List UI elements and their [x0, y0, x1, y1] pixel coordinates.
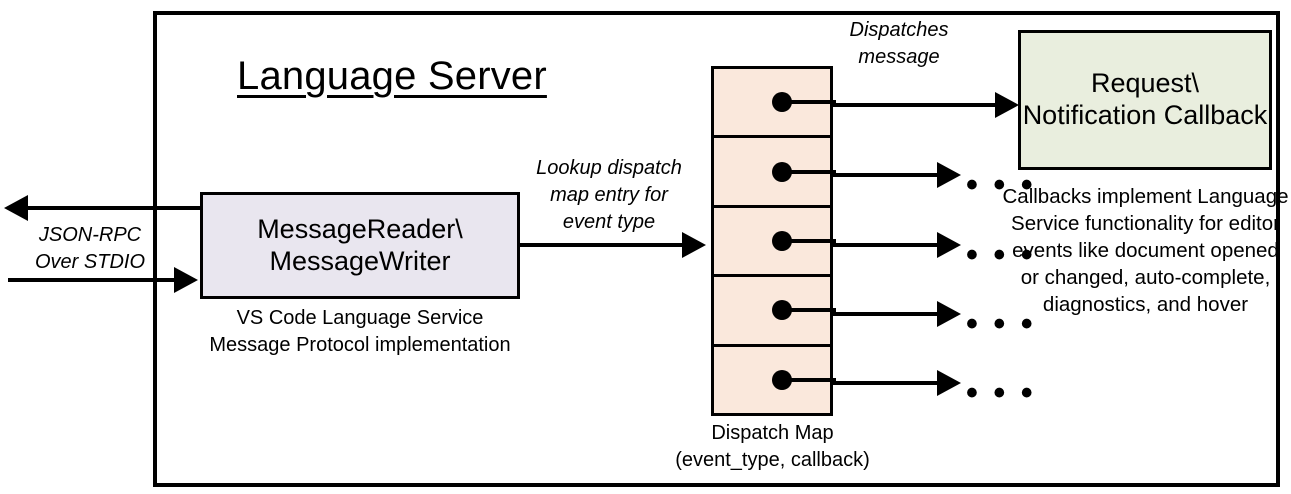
dispatch-edge-arrowhead-5: [937, 370, 961, 396]
dispatch-map-table[interactable]: [711, 66, 836, 416]
transport-out-arrowhead: [4, 195, 28, 221]
table-row[interactable]: [714, 208, 836, 278]
message-reader-writer-box[interactable]: MessageReader\ MessageWriter: [200, 192, 520, 299]
request-notification-callback-label: Request\ Notification Callback: [1022, 68, 1268, 130]
message-reader-writer-label: MessageReader\ MessageWriter: [257, 213, 463, 276]
edge-label-transport: JSON-RPC Over STDIO: [34, 224, 145, 273]
edge-label-dispatches: Dispatches message: [849, 19, 949, 68]
language-server-boundary: [153, 11, 1280, 487]
table-row[interactable]: [714, 347, 836, 413]
ellipsis-4: • • •: [966, 305, 1036, 343]
dispatch-map-caption: Dispatch Map (event_type, callback): [675, 422, 870, 471]
dispatch-edge-line-4: [833, 312, 937, 316]
transport-in-line: [8, 278, 174, 282]
dispatch-edge-line-3: [833, 243, 937, 247]
dispatch-edge-arrowhead-3: [937, 232, 961, 258]
transport-out-line: [28, 206, 208, 210]
dispatch-edge-line: [833, 103, 995, 107]
table-row[interactable]: [714, 277, 836, 347]
dispatch-edge-line-2: [833, 173, 937, 177]
transport-in-arrowhead: [174, 267, 198, 293]
dispatch-edge-arrowhead: [995, 92, 1019, 118]
lookup-edge-line: [520, 243, 682, 247]
message-reader-writer-caption: VS Code Language Service Message Protoco…: [209, 307, 511, 356]
page-title: Language Server: [237, 54, 547, 98]
dispatch-edge-arrowhead-2: [937, 162, 961, 188]
callback-pointer-stub: [782, 308, 836, 313]
edge-label-lookup: Lookup dispatch map entry for event type: [536, 157, 682, 233]
lookup-edge-arrowhead: [682, 232, 706, 258]
ellipsis-5: • • •: [966, 374, 1036, 412]
callback-pointer-stub: [782, 377, 836, 382]
dispatch-edge-arrowhead-4: [937, 301, 961, 327]
callback-pointer-stub: [782, 169, 836, 174]
table-row[interactable]: [714, 138, 836, 208]
callback-pointer-stub: [782, 100, 836, 105]
dispatch-edge-line-5: [833, 381, 937, 385]
callback-pointer-stub: [782, 239, 836, 244]
request-notification-callback-box[interactable]: Request\ Notification Callback: [1018, 30, 1272, 170]
table-row[interactable]: [714, 69, 836, 139]
callbacks-description: Callbacks implement Language Service fun…: [1002, 185, 1289, 316]
